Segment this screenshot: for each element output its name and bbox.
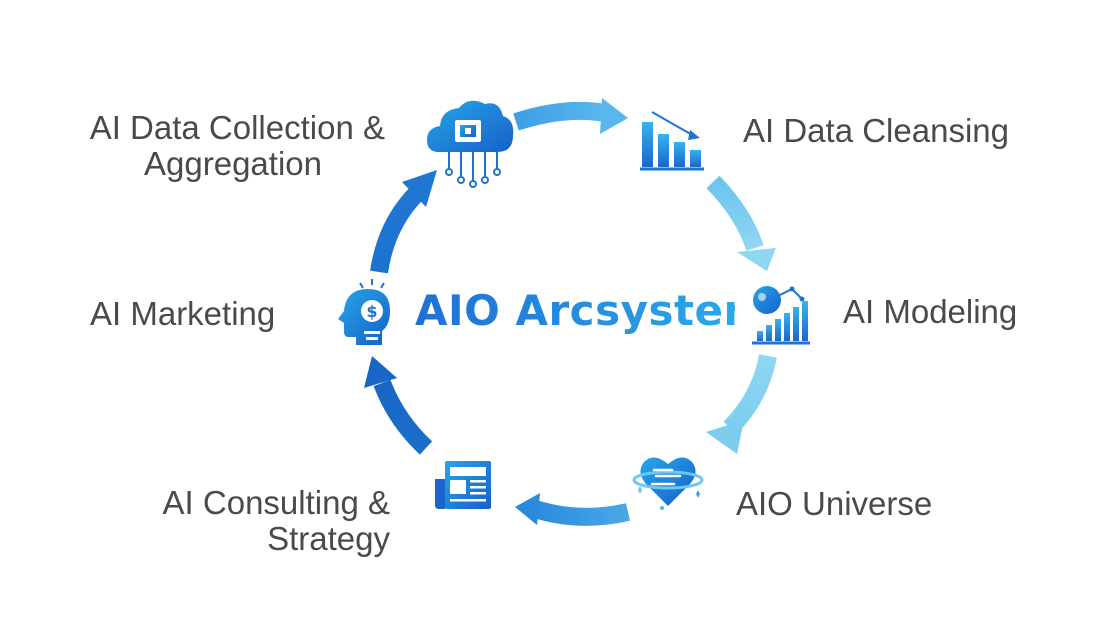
label-consulting: AI Consulting & Strategy (100, 485, 390, 557)
label-universe: AIO Universe (736, 485, 933, 522)
globe-chart-icon (752, 286, 810, 345)
arrow-consulting-to-marketing (364, 356, 433, 455)
label-modeling: AI Modeling (843, 293, 1018, 330)
label-consulting-line1: AI Consulting & (162, 484, 390, 521)
svg-text:$: $ (366, 302, 377, 321)
newspaper-icon (435, 461, 491, 509)
arrow-marketing-to-collection (370, 170, 437, 274)
arrow-universe-to-consulting (515, 493, 631, 526)
arrow-cleansing-to-modeling (706, 175, 776, 271)
label-data-collection: AI Data Collection & Aggregation (40, 110, 385, 182)
bar-chart-down-icon (640, 111, 704, 171)
cloud-chip-icon (427, 100, 514, 188)
arrow-modeling-to-universe (706, 354, 777, 454)
label-data-cleansing: AI Data Cleansing (743, 112, 1009, 149)
label-marketing: AI Marketing (90, 295, 276, 332)
heart-planet-icon (632, 457, 704, 510)
center-title: AIO Arcsystem (415, 286, 768, 335)
head-dollar-icon: $ (338, 279, 390, 345)
label-data-collection-line2: Aggregation (144, 145, 322, 182)
arrow-collection-to-cleansing (513, 98, 628, 134)
label-data-collection-line1: AI Data Collection & (89, 109, 385, 146)
label-consulting-line2: Strategy (267, 520, 390, 557)
